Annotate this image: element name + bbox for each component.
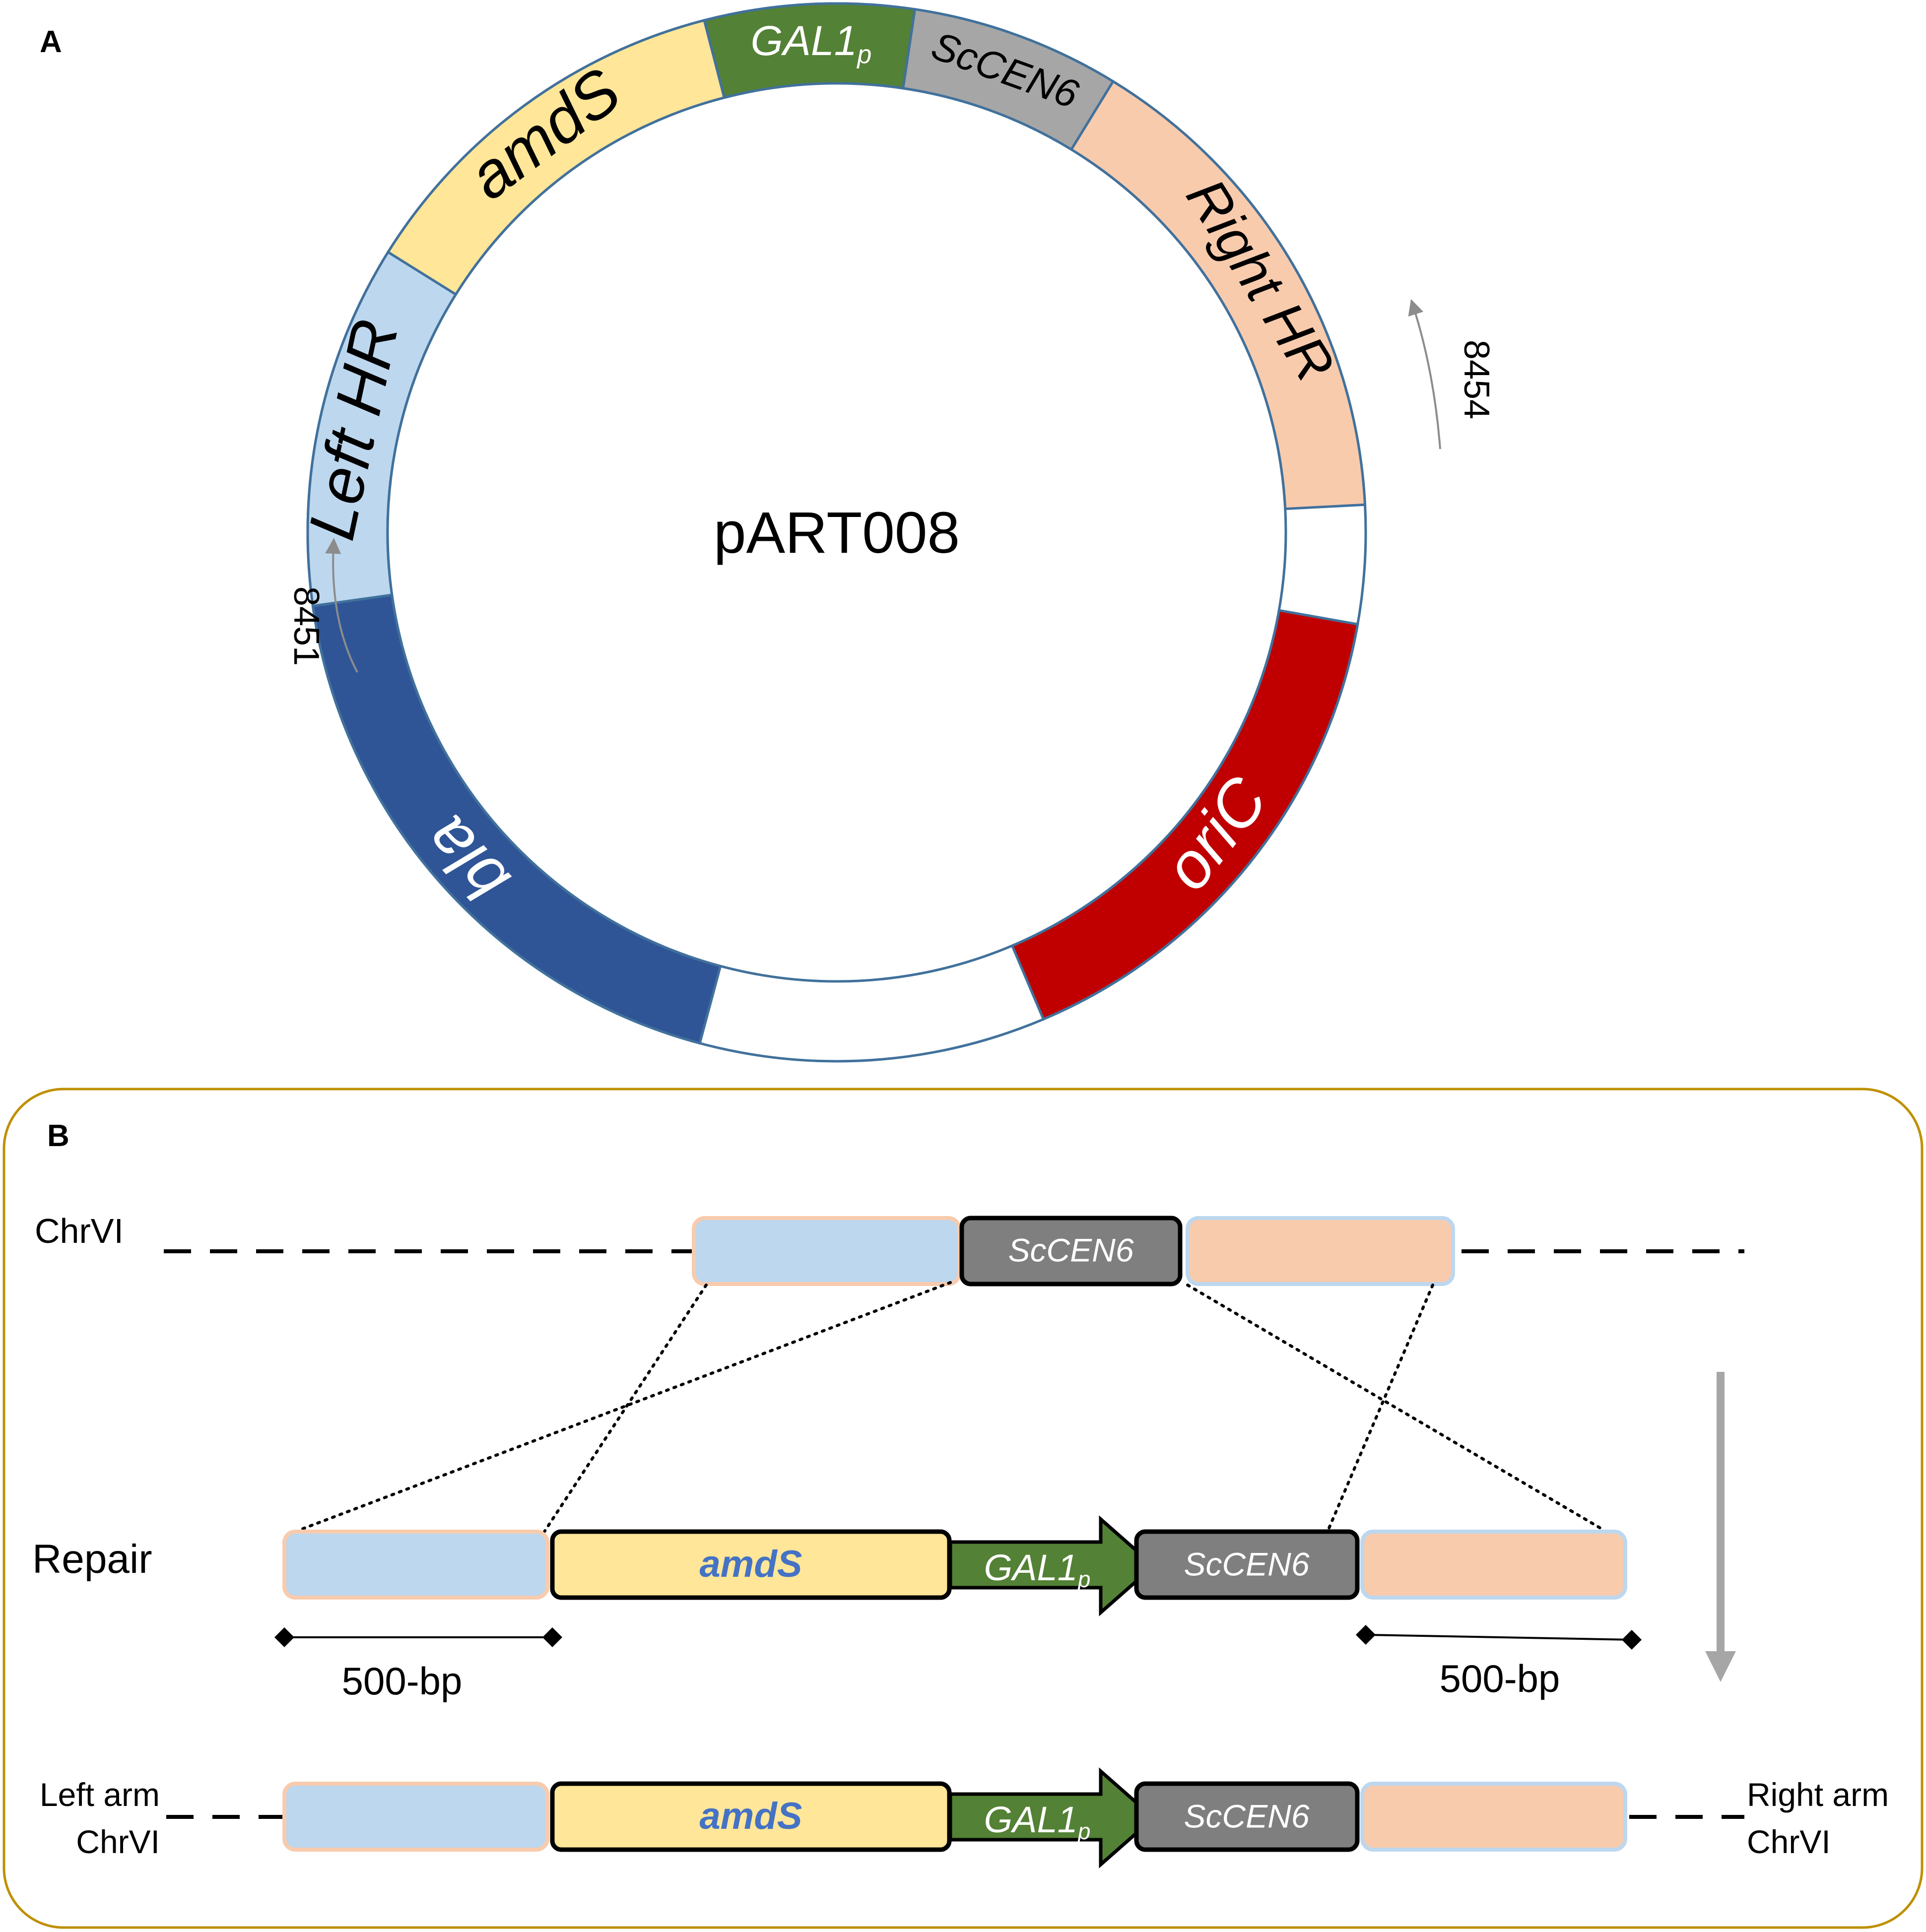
chromosome-centromere-box [959, 1216, 1183, 1287]
result-gal1-main: GAL1 [984, 1799, 1078, 1840]
result-gal1-subscript: p [1077, 1818, 1091, 1844]
result-right-flank [1360, 1782, 1627, 1852]
result-left-label-1: Left arm [40, 1776, 160, 1813]
crossover-lines [300, 1281, 1602, 1533]
result-row: Left arm ChrVI amdS GAL1p ScCEN6 Right a… [40, 1767, 1889, 1868]
panel-b-letter: B [47, 1119, 69, 1153]
repair-right-flank [1360, 1530, 1627, 1600]
plasmid-segment-label-subscript-gal1: p [856, 40, 871, 69]
primer-8451-label: 8451 [286, 586, 326, 666]
plasmid-segment-label-text-gal1: GAL1 [751, 17, 858, 64]
panel-b-frame [2, 1088, 1924, 1929]
flank-size-left: 500-bp [274, 1627, 562, 1703]
flank-size-left-diamond-1 [274, 1627, 294, 1647]
result-sccen6-label: ScCEN6 [1184, 1798, 1309, 1834]
panel-a-letter: A [40, 25, 62, 59]
repair-label: Repair [32, 1537, 152, 1582]
plasmid-name: pART008 [714, 500, 960, 566]
repair-sccen6-box [1134, 1529, 1360, 1600]
repair-sccen6-label: ScCEN6 [1184, 1546, 1309, 1582]
plasmid-inner-ring [386, 82, 1287, 983]
crossover-line-1 [543, 1284, 708, 1533]
chromosome-left-flank [692, 1216, 961, 1286]
flank-size-right-label: 500-bp [1440, 1657, 1560, 1700]
result-left-flank [282, 1782, 549, 1852]
flank-size-right-diamond-1 [1356, 1625, 1376, 1645]
flank-size-right-line [1365, 1634, 1632, 1641]
result-left-label-2: ChrVI [76, 1823, 160, 1860]
result-gal1-label: GAL1p [984, 1799, 1091, 1845]
repair-row: Repair amdS GAL1p ScCEN6 [32, 1515, 1627, 1616]
repair-gal1-main: GAL1 [984, 1547, 1078, 1588]
flank-size-left-label: 500-bp [342, 1659, 463, 1703]
repair-gal1-arrow [948, 1515, 1157, 1616]
chromosome-row: ChrVI ScCEN6 [35, 1212, 1744, 1287]
plasmid-segment-label-gal1: GAL1p [751, 17, 872, 69]
chromosome-centromere-label: ScCEN6 [1008, 1231, 1133, 1268]
repair-gal1-subscript: p [1077, 1566, 1091, 1592]
repair-gal1-label: GAL1p [984, 1547, 1091, 1593]
process-arrow [1705, 1372, 1736, 1682]
result-right-label-2: ChrVI [1747, 1823, 1831, 1860]
crossover-line-2 [300, 1281, 952, 1531]
chromosome-label: ChrVI [35, 1212, 124, 1250]
repair-left-flank [282, 1530, 549, 1600]
primer-8454-label: 8454 [1457, 340, 1496, 419]
result-amds-label: amdS [700, 1795, 802, 1837]
primer-8454-arrow [1408, 299, 1441, 450]
crossover-line-3 [1186, 1284, 1602, 1530]
result-gal1-arrow [948, 1767, 1157, 1868]
result-sccen6-box [1134, 1781, 1360, 1852]
process-arrow-head [1705, 1651, 1736, 1682]
flank-size-right-diamond-2 [1622, 1630, 1642, 1650]
primer-8451: 8451 [286, 538, 358, 673]
result-right-label-1: Right arm [1747, 1776, 1889, 1813]
crossover-line-4 [1326, 1284, 1434, 1533]
repair-amds-label: amdS [700, 1543, 802, 1585]
primer-8454: 8454 [1408, 299, 1496, 450]
chromosome-right-flank [1186, 1216, 1455, 1286]
flank-size-left-diamond-2 [542, 1627, 562, 1647]
flank-size-right: 500-bp [1356, 1625, 1642, 1700]
primer-8451-arrow [325, 538, 358, 673]
